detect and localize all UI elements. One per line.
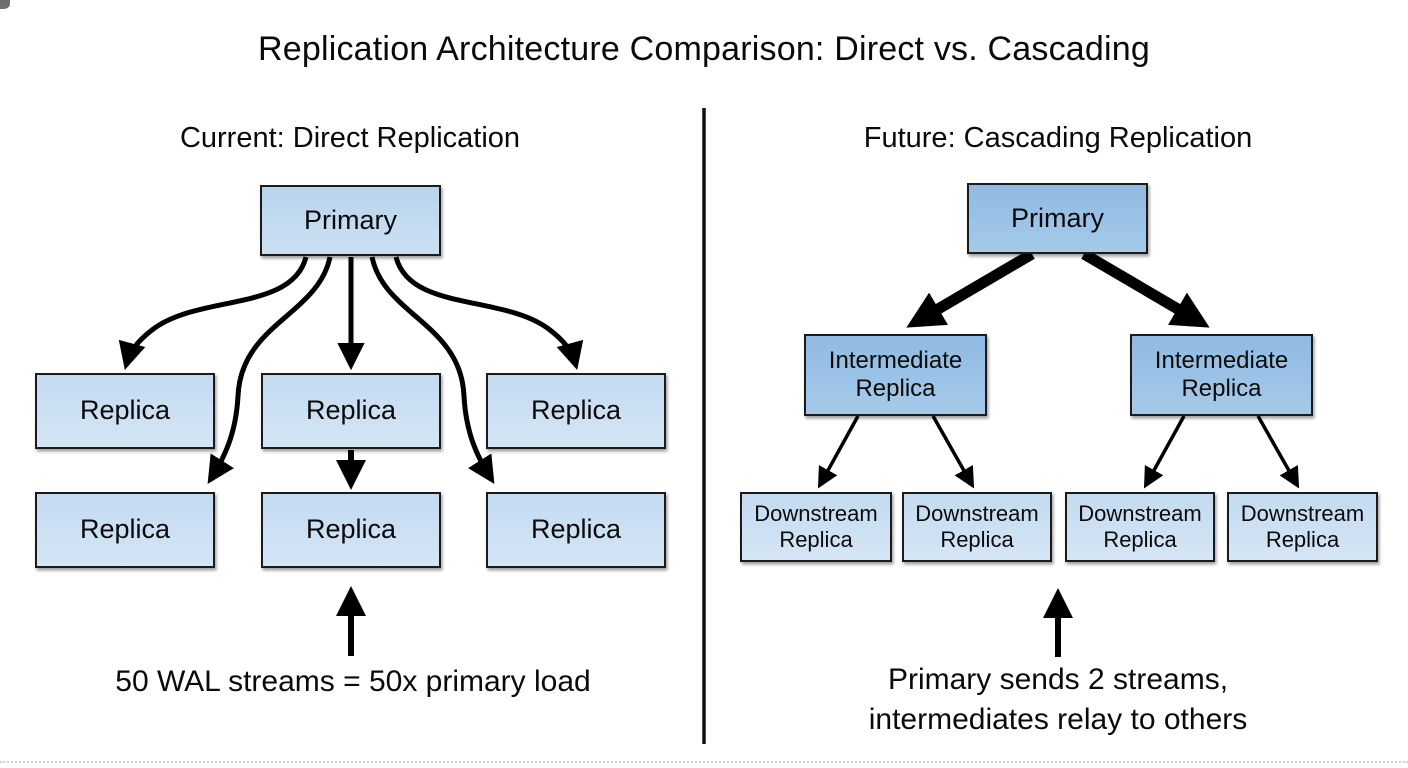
right-caption-line-2: intermediates relay to others <box>868 702 1248 736</box>
right-panel-heading: Future: Cascading Replication <box>863 122 1253 154</box>
intermediate-replica-node-2: Intermediate Replica <box>1130 334 1313 416</box>
downstream-replica-label: Downstream Replica <box>1240 501 1365 552</box>
replica-node-5: Replica <box>261 492 441 568</box>
replica-label: Replica <box>305 395 397 426</box>
replica-node-1: Replica <box>35 373 215 449</box>
left-primary-label: Primary <box>304 204 397 235</box>
downstream-replica-node-2: Downstream Replica <box>902 492 1052 562</box>
direct-arrow-primary-to-replica1 <box>118 256 309 370</box>
right-panel-caption: Primary sends 2 streams, intermediates r… <box>708 660 1408 740</box>
left-primary-node: Primary <box>260 185 441 256</box>
downstream-replica-label: Downstream Replica <box>1078 501 1202 552</box>
direct-arrow-primary-to-replica6 <box>369 256 495 484</box>
cascade-arrow-intermediate2-to-downstream4 <box>1256 415 1300 489</box>
right-primary-node: Primary <box>967 183 1148 254</box>
direct-arrow-primary-to-replica4 <box>207 256 333 484</box>
page-title: Replication Architecture Comparison: Dir… <box>258 30 1150 68</box>
replica-label: Replica <box>79 395 171 426</box>
scan-artifact-bottom-edge <box>0 761 1408 763</box>
downstream-replica-node-1: Downstream Replica <box>740 492 892 562</box>
cascade-arrow-intermediate1-to-downstream2 <box>931 415 975 489</box>
replica-label: Replica <box>305 514 397 545</box>
left-panel-heading: Current: Direct Replication <box>179 122 521 154</box>
replica-node-2: Replica <box>261 373 441 449</box>
right-caption-line-1: Primary sends 2 streams, <box>887 663 1229 696</box>
cascade-arrow-intermediate1-to-downstream1 <box>817 415 860 489</box>
replica-label: Replica <box>530 395 622 426</box>
downstream-replica-label: Downstream Replica <box>915 501 1039 552</box>
left-panel-caption: 50 WAL streams = 50x primary load <box>115 665 591 698</box>
downstream-replica-node-3: Downstream Replica <box>1065 492 1215 562</box>
replica-label: Replica <box>79 514 171 545</box>
direct-arrow-primary-to-replica3 <box>393 256 584 370</box>
intermediate-replica-node-1: Intermediate Replica <box>804 334 987 416</box>
intermediate-replica-label: Intermediate Replica <box>1154 346 1289 402</box>
replica-node-6: Replica <box>486 492 666 568</box>
scan-artifact-corner <box>0 0 10 9</box>
cascade-arrow-primary-to-intermediate1 <box>906 249 1035 328</box>
replica-label: Replica <box>530 514 622 545</box>
replica-node-4: Replica <box>35 492 215 568</box>
intermediate-replica-label: Intermediate Replica <box>828 346 963 402</box>
downstream-replica-node-4: Downstream Replica <box>1227 492 1378 562</box>
right-primary-label: Primary <box>1011 202 1104 233</box>
replica-node-3: Replica <box>486 373 666 449</box>
downstream-replica-label: Downstream Replica <box>754 501 878 552</box>
cascade-arrow-primary-to-intermediate2 <box>1081 249 1210 328</box>
cascade-arrow-intermediate2-to-downstream3 <box>1143 415 1186 489</box>
